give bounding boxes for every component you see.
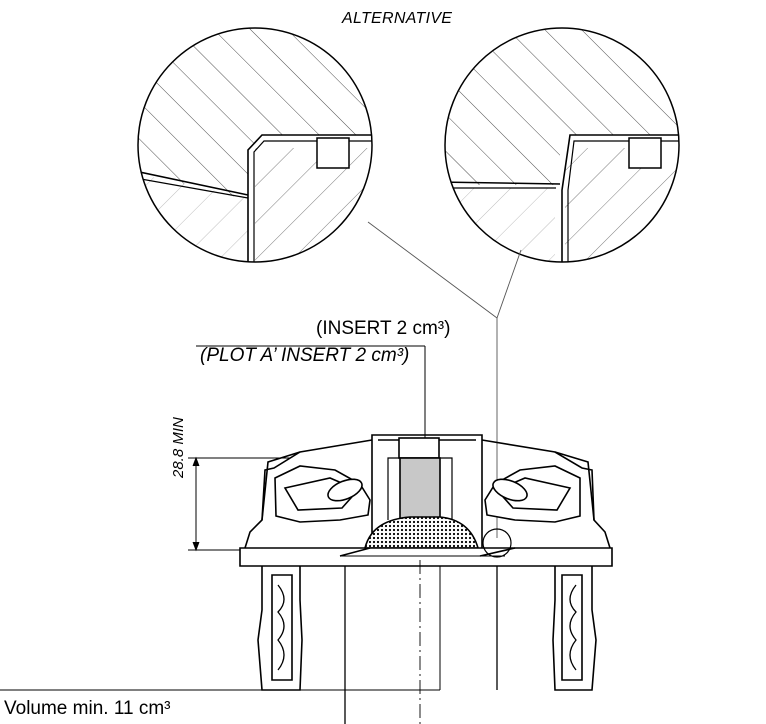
- cap-assembly: [239, 434, 613, 724]
- plot-insert-label: (PLOT A’ INSERT 2 cm³): [200, 345, 410, 366]
- detail-view-right: [444, 27, 680, 263]
- label-leaders: [0, 345, 441, 691]
- insert-label: (INSERT 2 cm³): [316, 318, 451, 339]
- volume-label: Volume min. 11 cm³: [4, 698, 171, 719]
- detail-marker-circle: [482, 528, 512, 558]
- dimension-28-8: [188, 456, 290, 552]
- alternative-label: ALTERNATIVE: [342, 10, 453, 27]
- dimension-label: 28.8 MIN: [170, 417, 187, 478]
- detail-view-left: [137, 27, 373, 263]
